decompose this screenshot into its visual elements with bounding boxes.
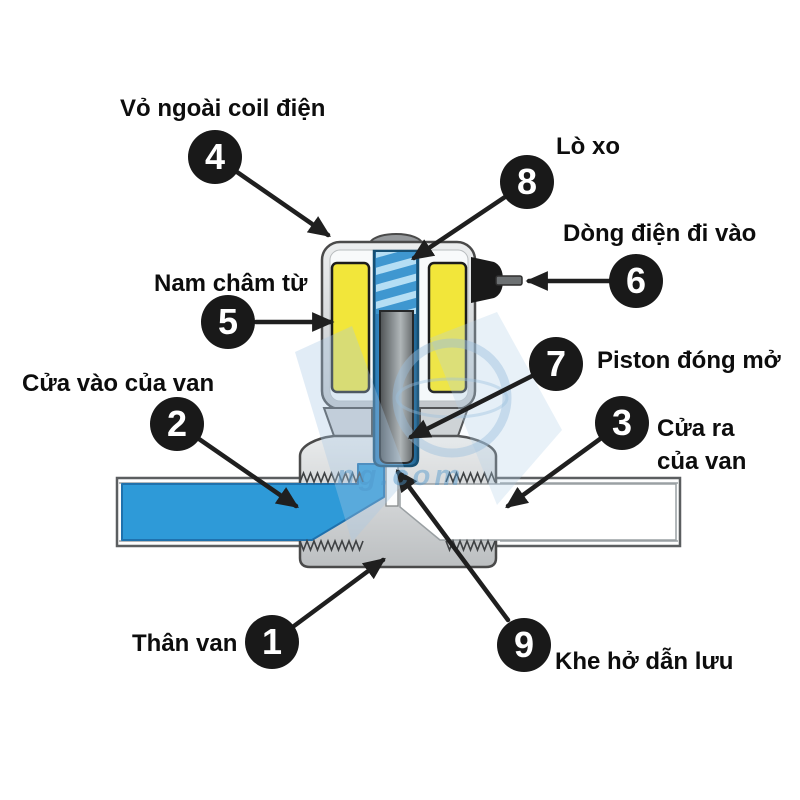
connector-wire	[495, 275, 523, 286]
label-outlet: Cửa ra của van	[657, 412, 746, 478]
piston-rod	[379, 310, 414, 464]
arrow-to-outlet	[505, 436, 603, 509]
arrow-to-valve-body	[291, 557, 386, 629]
arrow-to-piston	[407, 373, 535, 440]
callout-7-circle: 7	[529, 337, 583, 391]
callout-5-circle: 5	[201, 295, 255, 349]
callout-4-number: 4	[204, 136, 226, 177]
label-current-in: Dòng điện đi vào	[563, 220, 757, 247]
label-valve-body: Thân van	[132, 630, 238, 657]
label-inlet: Cửa vào của van	[22, 370, 215, 397]
label-outlet-line1: Cửa ra	[657, 415, 735, 442]
label-drain-gap: Khe hở dẫn lưu	[555, 648, 734, 675]
callout-8-number: 8	[516, 161, 538, 202]
label-magnet: Nam châm từ	[154, 270, 308, 297]
callout-1-circle: 1	[245, 615, 299, 669]
inlet-fluid	[121, 463, 385, 541]
label-outlet-line2: của van	[657, 448, 747, 475]
watermark-text: ng.com	[337, 460, 465, 492]
arrow-to-spring	[411, 194, 508, 261]
callout-3-number: 3	[611, 402, 633, 443]
magnet-coil-right	[427, 261, 468, 394]
arrow-to-drain-gap	[395, 469, 511, 623]
callout-6-number: 6	[625, 260, 647, 301]
label-coil-housing: Vỏ ngoài coil điện	[120, 95, 326, 122]
callout-3-circle: 3	[595, 396, 649, 450]
label-spring: Lò xo	[556, 133, 620, 160]
callout-9-circle: 9	[497, 618, 551, 672]
arrow-to-coil-housing	[234, 169, 331, 238]
callout-9-number: 9	[513, 624, 535, 665]
callout-arrows	[196, 169, 612, 629]
electrical-connector	[471, 257, 503, 303]
callout-1-number: 1	[261, 621, 283, 662]
callout-5-number: 5	[217, 301, 239, 342]
arrow-to-inlet	[196, 436, 299, 509]
callout-2-number: 2	[166, 403, 188, 444]
outlet-channel	[399, 483, 677, 541]
callout-7-number: 7	[545, 343, 567, 384]
callout-2-circle: 2	[150, 397, 204, 451]
spring	[376, 252, 416, 314]
callout-6-circle: 6	[609, 254, 663, 308]
label-piston: Piston đóng mở	[597, 347, 781, 374]
callout-4-circle: 4	[188, 130, 242, 184]
callout-8-circle: 8	[500, 155, 554, 209]
